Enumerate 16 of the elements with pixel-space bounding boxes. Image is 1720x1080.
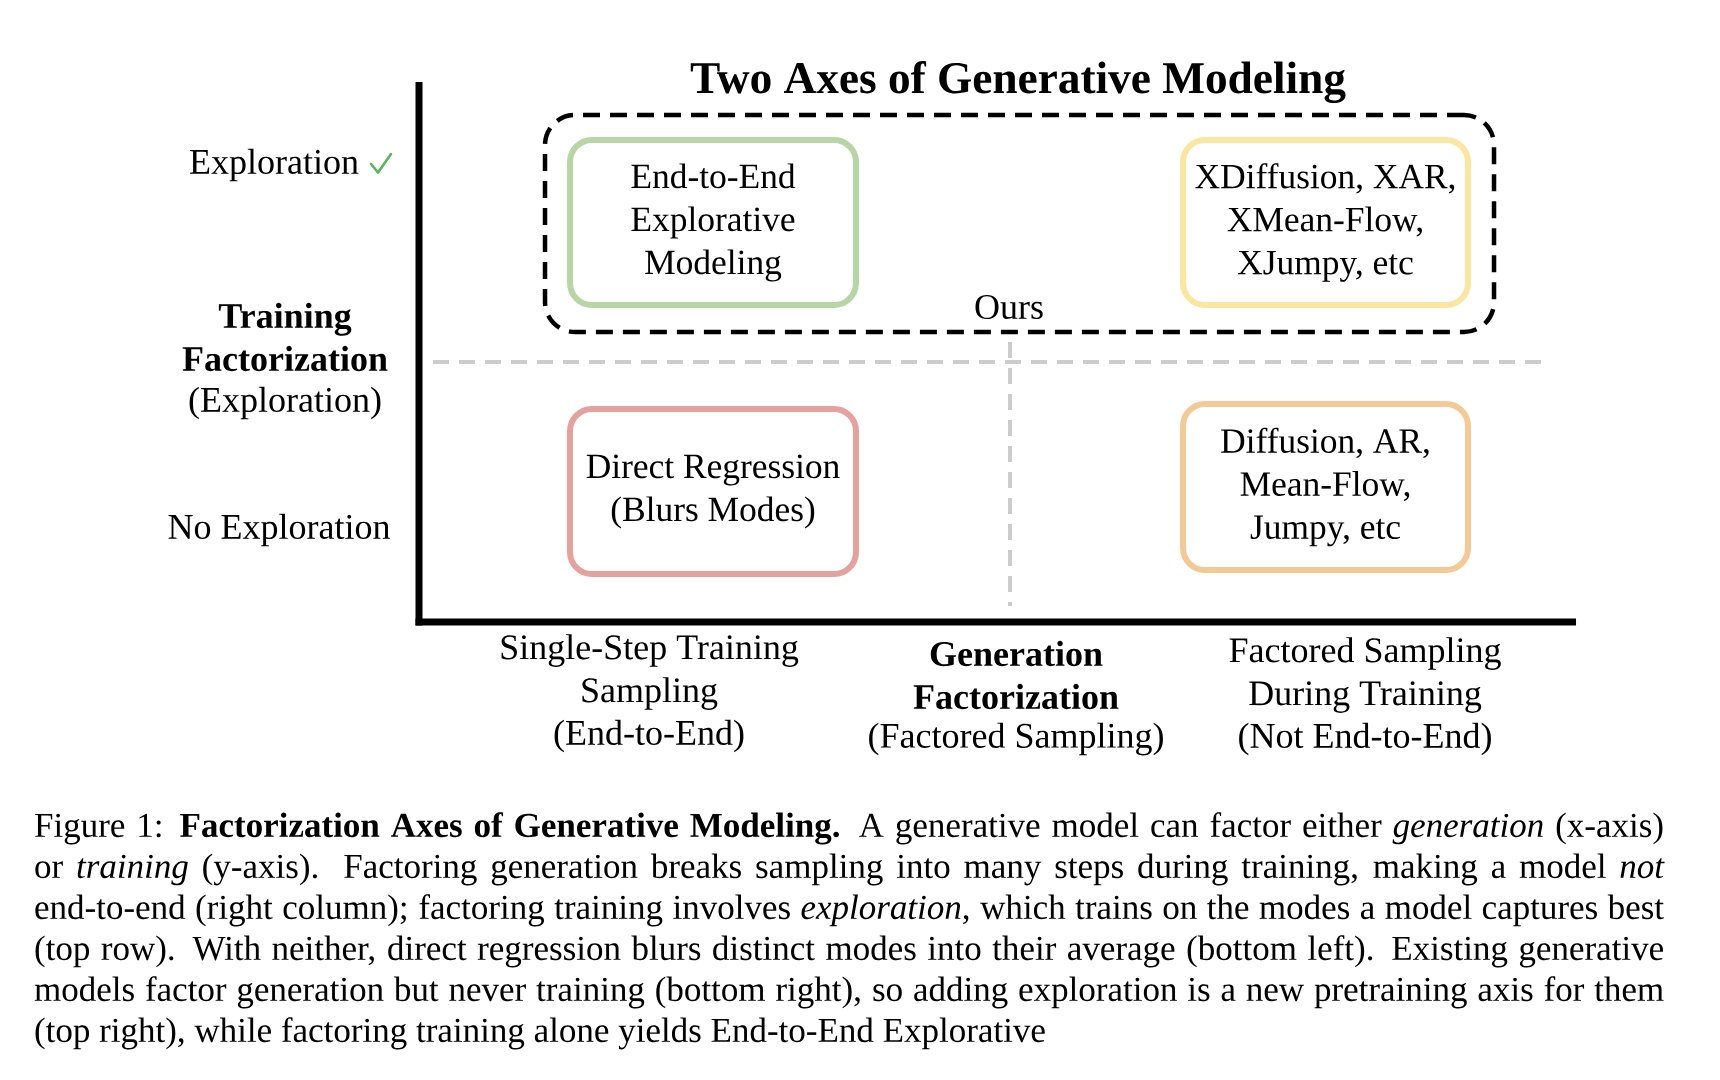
quadrant-box: Direct Regression (Blurs Modes) (567, 406, 859, 577)
quadrant-box: Diffusion, AR, Mean-Flow, Jumpy, etc (1180, 401, 1471, 573)
column-note: (Not End-to-End) (1239, 722, 1491, 756)
quadrant-box: End-to-End Explorative Modeling (567, 137, 859, 308)
axis-subtitle: (Exploration) (189, 386, 381, 420)
column-label: Factored Sampling During Training (1229, 637, 1501, 713)
diagram-title: Two Axes of Generative Modeling (690, 61, 1346, 103)
column-note: (End-to-End) (554, 719, 744, 753)
row-label: No Exploration (168, 513, 390, 547)
column-label: Single-Step Training Sampling (501, 634, 799, 710)
quadrant-box: XDiffusion, XAR, XMean-Flow, XJumpy, etc (1180, 137, 1471, 308)
row-label: Exploration (190, 148, 359, 182)
axis-title: Generation Factorization (913, 640, 1119, 710)
figure-caption: Figure 1: Factorization Axes of Generative Modeling. A generative model can factor either generation (x-axis) or training (y-axis). Factoring generation breaks sampling into many steps during training, making a model not end-to-end (right column); factoring training involves exploration, which trains on the modes a model captures best (top row). With neither, direct regression blurs distinct modes into their average (bottom left). Existing generative models factor generation but never training (bottom right), so adding exploration is a new pretraining axis for them (top right), while factoring training alone yields End-to-End Explorative (34, 812, 1665, 1050)
axis-subtitle: (Factored Sampling) (869, 722, 1163, 756)
axis-title: Training Factorization (182, 302, 388, 372)
